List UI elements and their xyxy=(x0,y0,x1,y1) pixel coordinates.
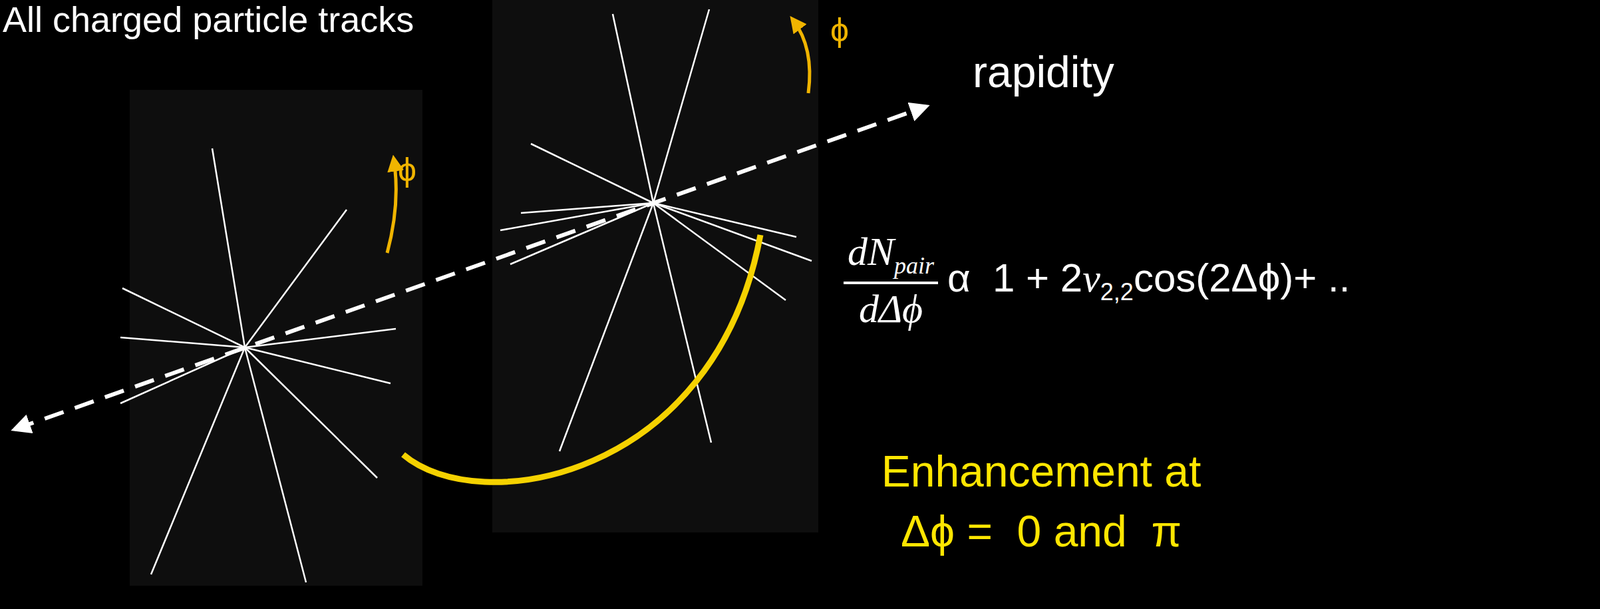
axis-label: rapidity xyxy=(972,47,1115,97)
fraction: dNpairdΔϕ xyxy=(843,229,939,331)
phi-arrow xyxy=(387,159,396,253)
formula-term: 2,2 xyxy=(1100,277,1134,305)
annotation: Enhancement at xyxy=(881,447,1202,496)
left-event-tracks xyxy=(120,148,396,583)
numerator: dNpair xyxy=(843,229,939,285)
phi-symbol: ϕ xyxy=(830,11,849,49)
denominator: dΔϕ xyxy=(854,284,927,331)
formula-term: α 1 + 2 xyxy=(947,255,1083,301)
slide-heading: All charged particle tracks xyxy=(2,0,414,40)
formula-term: cos(2Δϕ)+ .. xyxy=(1133,255,1350,301)
formula-term: dΔϕ xyxy=(858,286,923,331)
annotation: Δϕ = 0 and π xyxy=(900,506,1182,556)
right-event-tracks xyxy=(500,9,812,452)
formula-term: pair xyxy=(894,252,935,279)
formula-term: dN xyxy=(847,229,895,274)
rapidity-axis xyxy=(14,106,927,430)
formula-term: v xyxy=(1082,256,1101,301)
event-panel xyxy=(492,0,819,533)
correlation-formula: dNpairdΔϕα 1 + 2v2,2cos(2Δϕ)+ .. xyxy=(843,229,1350,331)
formula-body: α 1 + 2v2,2cos(2Δϕ)+ .. xyxy=(947,256,1350,305)
phi-symbol: ϕ xyxy=(397,151,417,189)
phi-arrow xyxy=(793,19,810,94)
delta-phi-arc xyxy=(403,234,761,482)
event-panel xyxy=(129,89,423,586)
